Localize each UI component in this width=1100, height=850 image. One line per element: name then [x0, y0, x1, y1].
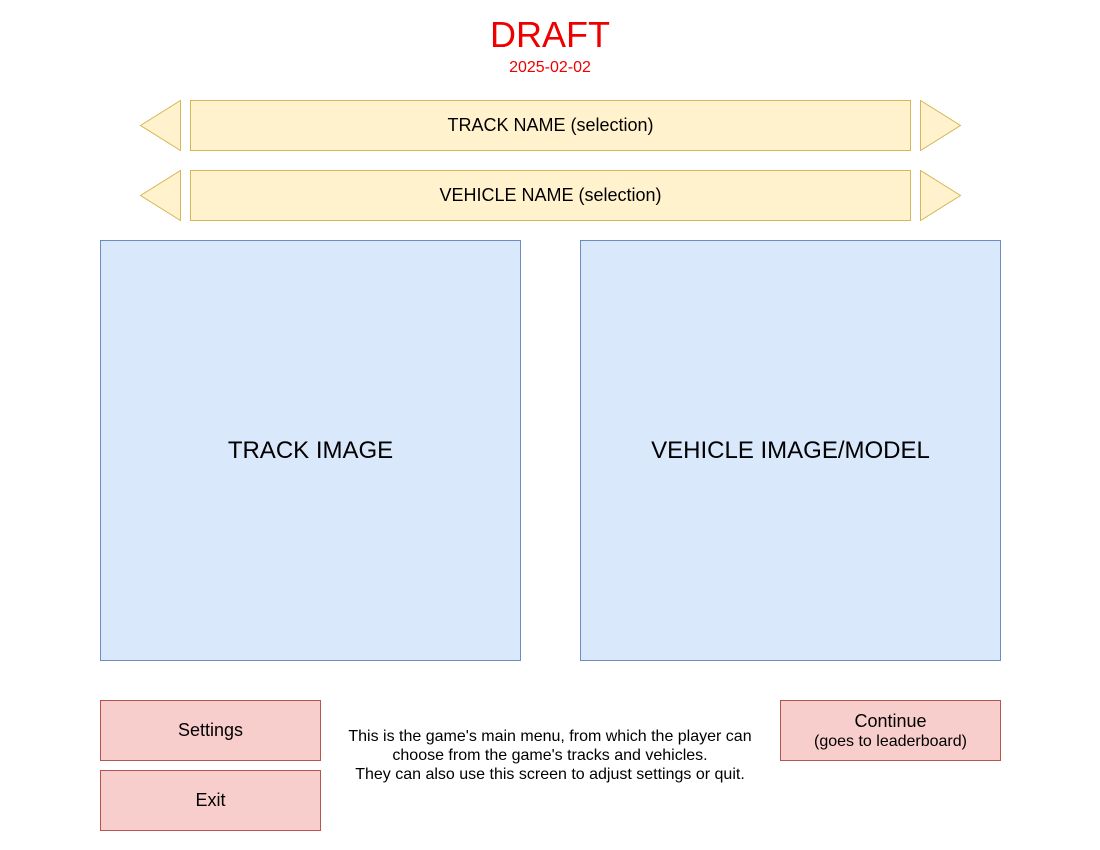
draft-date: 2025-02-02	[509, 59, 591, 76]
track-image-label: TRACK IMAGE	[227, 436, 394, 464]
vehicle-image-panel: VEHICLE IMAGE/MODEL	[580, 240, 1001, 661]
track-name-selector[interactable]: TRACK NAME (selection)	[190, 100, 911, 151]
settings-button[interactable]: Settings	[100, 700, 321, 761]
vehicle-next-arrow-icon[interactable]	[919, 170, 963, 221]
vehicle-name-label: VEHICLE NAME (selection)	[439, 185, 662, 205]
exit-button[interactable]: Exit	[100, 770, 321, 831]
track-image-panel: TRACK IMAGE	[100, 240, 521, 661]
exit-button-label: Exit	[195, 790, 226, 810]
track-name-label: TRACK NAME (selection)	[447, 115, 654, 135]
description-line: choose from the game's tracks and vehicl…	[392, 747, 708, 764]
vehicle-name-selector[interactable]: VEHICLE NAME (selection)	[190, 170, 911, 221]
draft-title: DRAFT	[490, 14, 610, 55]
track-prev-arrow-icon[interactable]	[139, 100, 182, 151]
vehicle-image-label: VEHICLE IMAGE/MODEL	[651, 436, 930, 464]
description-line: They can also use this screen to adjust …	[355, 766, 745, 783]
vehicle-prev-arrow-icon[interactable]	[139, 170, 182, 221]
settings-button-label: Settings	[177, 720, 244, 740]
description-line: This is the game's main menu, from which…	[348, 728, 752, 745]
continue-button[interactable]: Continue (goes to leaderboard)	[780, 700, 1001, 761]
continue-button-sublabel: (goes to leaderboard)	[814, 732, 967, 750]
menu-description: This is the game's main menu, from which…	[330, 727, 770, 784]
track-next-arrow-icon[interactable]	[919, 100, 963, 151]
continue-button-label: Continue	[854, 710, 927, 731]
